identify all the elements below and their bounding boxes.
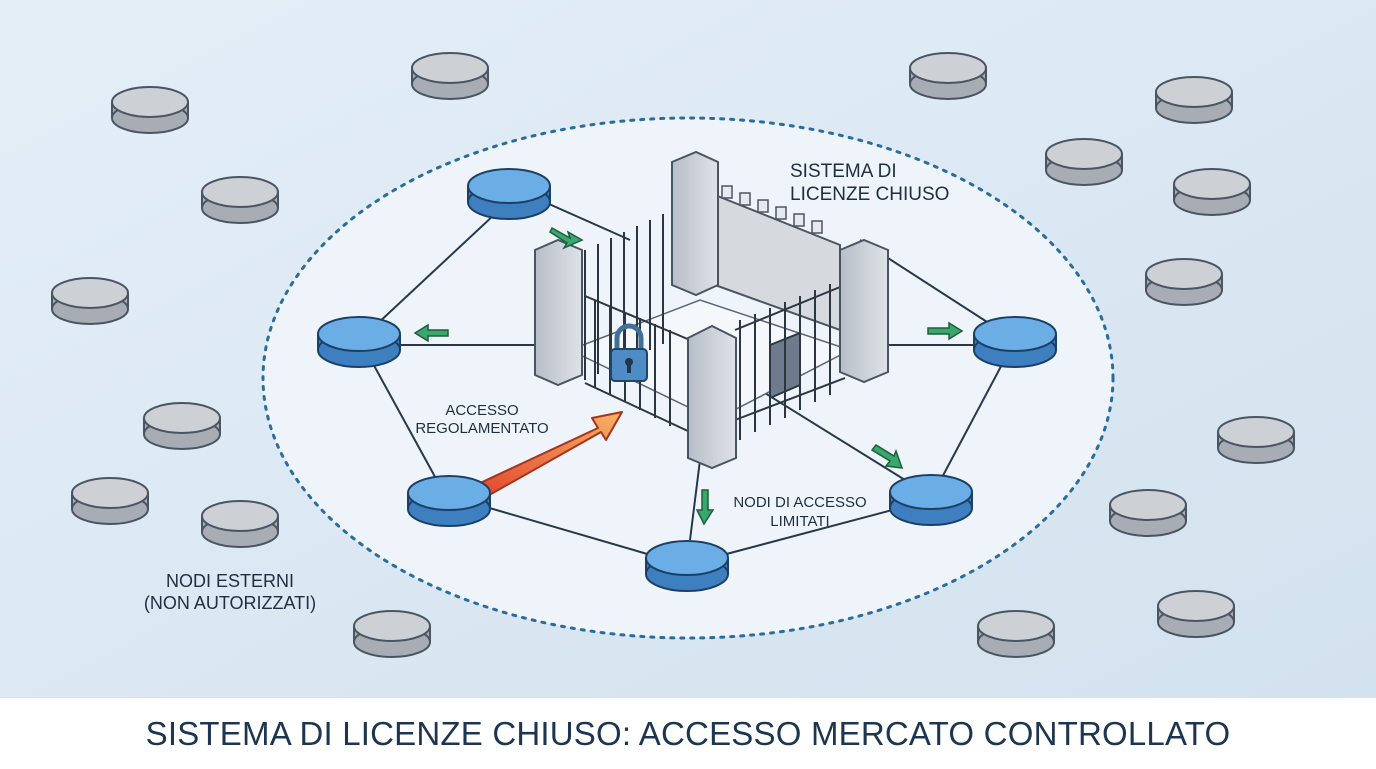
external-node xyxy=(201,176,279,224)
external-node xyxy=(411,52,489,100)
internal-node xyxy=(467,168,551,220)
pillar xyxy=(671,150,719,297)
access-label-line2: REGOLAMENTATO xyxy=(415,420,548,437)
fortress-gate xyxy=(534,150,889,470)
external-node xyxy=(1173,168,1251,216)
internal-node xyxy=(973,316,1057,368)
system-label-line2: LICENZE CHIUSO xyxy=(790,184,949,205)
external-node xyxy=(1045,138,1123,186)
external-node xyxy=(1145,258,1223,306)
limited-label-line1: NODI DI ACCESSO xyxy=(733,494,866,511)
link xyxy=(689,459,701,541)
external-node xyxy=(51,277,129,325)
pillar xyxy=(687,324,737,470)
crenellations xyxy=(721,185,823,234)
external-node xyxy=(111,86,189,134)
link xyxy=(539,199,631,241)
external-node xyxy=(977,610,1055,658)
external-node xyxy=(1155,76,1233,124)
external-node xyxy=(143,402,221,450)
internal-node xyxy=(889,474,973,526)
external-label-line1: NODI ESTERNI xyxy=(166,571,294,591)
arrow-icon xyxy=(870,444,904,469)
system-label-line1: SISTEMA DI xyxy=(790,161,897,182)
network-diagram: SISTEMA DI LICENZE CHIUSO ACCESSO REGOLA… xyxy=(0,0,1376,698)
arrow-icon xyxy=(549,226,584,250)
external-node xyxy=(909,52,987,100)
external-node xyxy=(1217,416,1295,464)
internal-node xyxy=(407,475,491,527)
external-node xyxy=(201,500,279,548)
external-nodes xyxy=(51,52,1295,658)
front-gate-bars xyxy=(584,295,691,433)
limited-label-line2: LIMITATI xyxy=(770,513,829,530)
link xyxy=(359,199,511,341)
pillar xyxy=(839,238,889,384)
external-node xyxy=(71,477,149,525)
arrow-icon xyxy=(927,321,964,341)
small-arrows xyxy=(413,226,964,526)
right-gate-bars xyxy=(734,284,846,440)
internal-node xyxy=(317,316,401,368)
caption-bar: SISTEMA DI LICENZE CHIUSO: ACCESSO MERCA… xyxy=(0,697,1376,769)
arrow-icon xyxy=(695,489,715,526)
access-label-line1: ACCESSO xyxy=(445,402,518,419)
external-node xyxy=(1157,590,1235,638)
padlock-icon xyxy=(610,323,648,382)
internal-node xyxy=(645,540,729,592)
internal-nodes xyxy=(317,168,1057,592)
regulated-access-arrow xyxy=(477,411,623,499)
external-node xyxy=(1109,489,1187,537)
caption-title: SISTEMA DI LICENZE CHIUSO: ACCESSO MERCA… xyxy=(145,714,1231,752)
pillar xyxy=(534,238,583,387)
external-node xyxy=(353,610,431,658)
arrow-icon xyxy=(413,323,449,343)
external-label-line2: (NON AUTORIZZATI) xyxy=(144,593,316,613)
